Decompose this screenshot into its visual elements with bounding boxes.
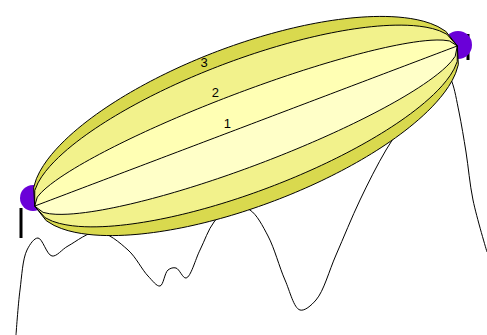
meridian-line (35, 46, 458, 227)
meridian-line (35, 25, 458, 206)
meridian-line (35, 46, 459, 236)
spheroid-band (35, 25, 458, 227)
spheroid-band (34, 16, 459, 235)
meridian-line (34, 16, 458, 206)
meridian-line (35, 46, 458, 206)
left-pole (20, 208, 23, 238)
meridian-line (35, 40, 458, 206)
callout-number: 3 (201, 56, 208, 69)
callout-number: 2 (212, 86, 219, 99)
meridian-line (35, 46, 458, 214)
spheroid (34, 16, 459, 235)
spheroid-band (35, 46, 458, 214)
callout-number: 1 (224, 117, 231, 130)
